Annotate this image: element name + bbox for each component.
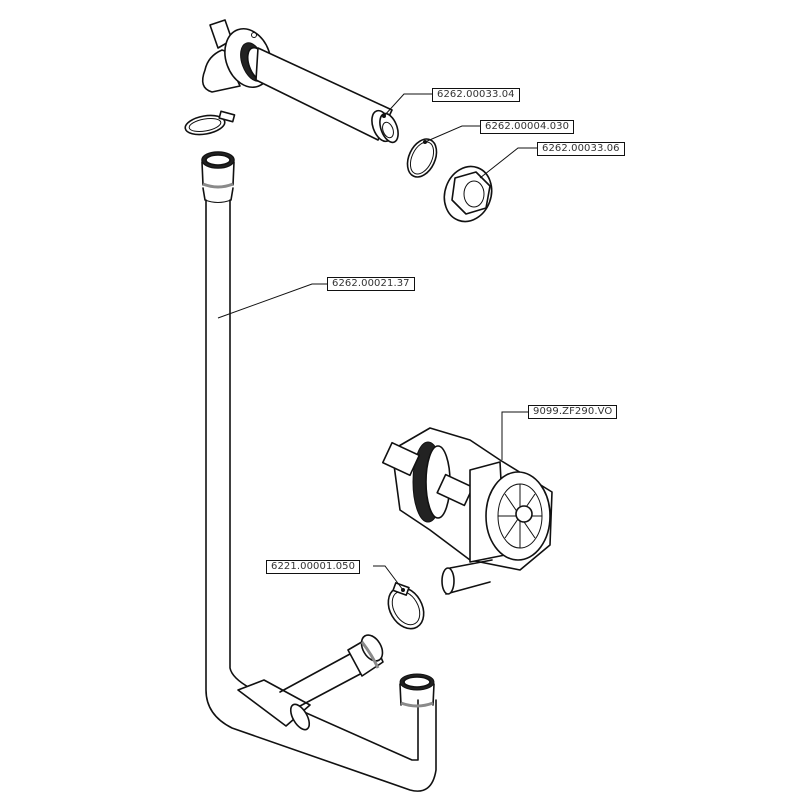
part-label-pump-motor: 9099.ZF290.VO bbox=[528, 405, 618, 419]
pump-motor-drawing bbox=[381, 427, 553, 595]
leader-elbow-tube bbox=[383, 93, 432, 117]
top-clamp-drawing bbox=[184, 110, 236, 136]
elbow-tube-drawing bbox=[201, 19, 399, 144]
o-ring-drawing bbox=[406, 138, 438, 178]
part-label-hex-nut: 6262.00033.06 bbox=[537, 142, 625, 156]
part-label-elbow-tube: 6262.00033.04 bbox=[432, 88, 520, 102]
leader-o-ring bbox=[424, 125, 480, 143]
part-label-hose-clamp: 6221.00001.050 bbox=[266, 560, 361, 574]
part-label-o-ring: 6262.00004.030 bbox=[480, 120, 575, 134]
hex-nut-drawing bbox=[443, 165, 493, 223]
leader-hex-nut bbox=[479, 147, 537, 179]
lower-clamp-drawing bbox=[387, 582, 425, 630]
leader-pump-motor bbox=[501, 411, 528, 460]
leader-drain-hose bbox=[217, 283, 327, 319]
leader-hose-clamp bbox=[373, 565, 404, 591]
drain-hose-drawing bbox=[201, 151, 437, 792]
leader-lines bbox=[217, 93, 537, 592]
part-label-drain-hose: 6262.00021.37 bbox=[327, 277, 415, 291]
